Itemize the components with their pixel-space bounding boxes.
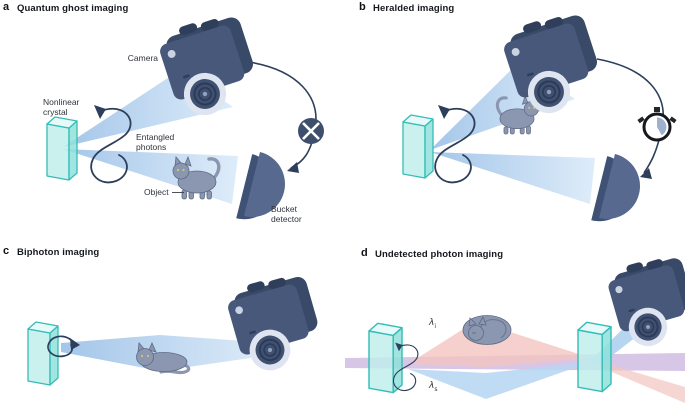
herald-arrowhead <box>640 168 652 179</box>
nonlinear-crystal-1 <box>368 322 403 394</box>
idler-beam <box>408 321 591 367</box>
object-cat <box>462 314 512 346</box>
bucket-detector-label: Bucket detector <box>271 204 302 225</box>
bucket-detector <box>591 152 648 230</box>
object-label: Object <box>144 187 169 197</box>
signal-beam <box>408 362 591 399</box>
correlation-arrowhead <box>287 162 299 173</box>
correlation-arrow <box>248 61 317 169</box>
multiply-circle-icon <box>298 118 324 144</box>
lambda-signal-label: λs <box>429 381 438 393</box>
nonlinear-crystal <box>27 321 59 386</box>
panel-d-letter: d <box>361 247 368 259</box>
stopwatch-icon <box>637 107 677 142</box>
entangled-photons-label: Entangled photons <box>136 132 175 153</box>
panel-b-title: Heralded imaging <box>373 3 455 14</box>
nonlinear-crystal <box>46 116 78 181</box>
panel-a-graphics <box>46 8 324 228</box>
panel-d-graphics <box>345 249 685 403</box>
panel-a-title: Quantum ghost imaging <box>17 3 129 14</box>
nonlinear-crystal-label: Nonlinear crystal <box>43 97 80 118</box>
panel-b-graphics <box>402 6 677 230</box>
panel-c-graphics <box>27 268 329 386</box>
beam-crystal-to-bucket <box>430 152 595 204</box>
panel-d-title: Undetected photon imaging <box>375 249 504 260</box>
camera-label: Camera <box>127 53 158 63</box>
panel-c-title: Biphoton imaging <box>17 247 100 258</box>
nonlinear-crystal <box>402 114 434 179</box>
idler-beam-out <box>591 359 685 403</box>
camera <box>222 268 329 379</box>
panel-b-letter: b <box>359 1 366 13</box>
nonlinear-crystal-2 <box>577 321 612 393</box>
lambda-idler-label: λi <box>429 318 436 330</box>
panel-a-letter: a <box>3 1 10 13</box>
panel-c-letter: c <box>3 245 10 257</box>
